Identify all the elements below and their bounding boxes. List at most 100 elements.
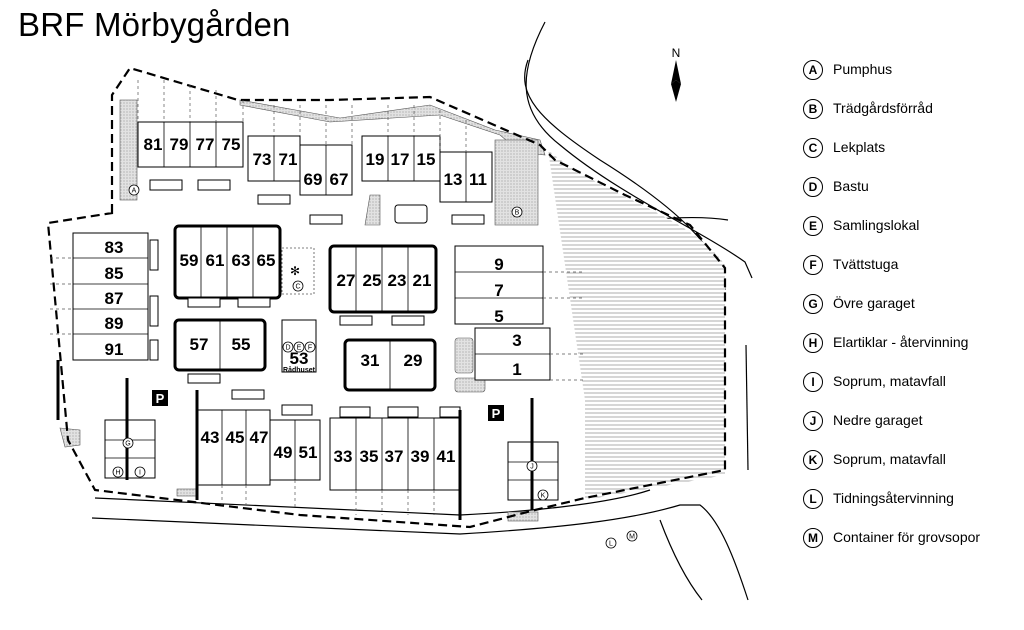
legend-label: Pumphus — [833, 61, 893, 77]
garden-lines — [50, 80, 585, 515]
unit-number: 45 — [226, 428, 245, 447]
unit-dividers — [73, 122, 558, 490]
legend-label: Bastu — [833, 178, 869, 194]
legend-label: Samlingslokal — [833, 217, 920, 233]
legend-item-m: M Container för grovsopor — [803, 528, 1018, 567]
unit-number: 59 — [180, 251, 199, 270]
badge-m-marker — [626, 530, 638, 542]
badge-d-marker — [282, 341, 294, 353]
unit-number: 65 — [257, 251, 276, 270]
legend-label: Lekplats — [833, 139, 886, 155]
north-arrow: N — [668, 46, 684, 107]
unit-number: 39 — [411, 447, 430, 466]
badge-g-marker — [122, 437, 134, 449]
unit-number: 35 — [360, 447, 379, 466]
badge-k: K — [541, 493, 546, 500]
legend-item-f: F Tvättstuga — [803, 255, 1018, 294]
badge-j: J — [530, 464, 534, 471]
unit-number: 55 — [232, 335, 251, 354]
badge-j-marker — [526, 460, 538, 472]
unit-number: 17 — [391, 150, 410, 169]
parking-signs: P P — [152, 390, 504, 421]
legend-label: Trädgårdsförråd — [833, 100, 933, 116]
badge-l: L — [609, 541, 613, 548]
legend-item-c: C Lekplats — [803, 138, 1018, 177]
legend-badge: L — [803, 489, 823, 509]
legend-label: Nedre garaget — [833, 412, 923, 428]
unit-number: 5 — [494, 307, 503, 326]
legend-label: Elartiklar - återvinning — [833, 334, 969, 350]
unit-number: 87 — [105, 289, 124, 308]
unit-number: 67 — [330, 170, 349, 189]
badge-b: B — [515, 210, 520, 217]
unit-number: 73 — [253, 150, 272, 169]
legend-badge: A — [803, 60, 823, 80]
unit-number: 85 — [105, 264, 124, 283]
unit-number: 7 — [494, 281, 503, 300]
legend-badge: B — [803, 99, 823, 119]
legend-badge: F — [803, 255, 823, 275]
unit-number: 11 — [469, 170, 487, 189]
unit-number: 89 — [105, 314, 124, 333]
unit-number: 81 — [144, 135, 163, 154]
legend-label: Tidningsåtervinning — [833, 490, 954, 506]
badge-h: H — [115, 470, 120, 477]
unit-number: 83 — [105, 238, 124, 257]
legend-badge: M — [803, 528, 823, 548]
legend-label: Soprum, matavfall — [833, 451, 946, 467]
legend-badge: I — [803, 372, 823, 392]
unit-number: 27 — [337, 271, 356, 290]
north-label: N — [671, 46, 681, 60]
badge-i: I — [139, 470, 141, 477]
unit-number: 57 — [190, 335, 209, 354]
unit-number: 25 — [363, 271, 382, 290]
north-arrow-icon — [671, 60, 681, 102]
badge-i-marker — [134, 466, 146, 478]
unit-number: 71 — [279, 150, 298, 169]
legend-label: Tvättstuga — [833, 256, 899, 272]
unit-number: 49 — [274, 443, 293, 462]
unit-number: 77 — [196, 135, 215, 154]
unit-number: 51 — [299, 443, 318, 462]
badge-a-marker — [128, 184, 140, 196]
legend-item-a: A Pumphus — [803, 60, 1018, 99]
legend-item-b: B Trädgårdsförråd — [803, 99, 1018, 138]
parking-label-east: P — [492, 406, 501, 421]
unit-number: 63 — [232, 251, 251, 270]
badge-d: D — [285, 345, 290, 352]
badge-g: G — [125, 441, 130, 448]
unit-number: 69 — [304, 170, 323, 189]
legend-item-l: L Tidningsåtervinning — [803, 489, 1018, 528]
dotted-strips — [59, 99, 546, 522]
unit-number: 13 — [444, 170, 463, 189]
unit-number: 37 — [385, 447, 404, 466]
radhuset-label: Rådhuset — [283, 366, 316, 374]
badge-k-marker — [537, 489, 549, 501]
badge-f: F — [308, 345, 312, 352]
parking-lines — [56, 360, 534, 520]
unit-number: 47 — [250, 428, 269, 447]
badge-m: M — [629, 534, 635, 541]
green-area-east — [548, 150, 725, 500]
unit-number: 61 — [206, 251, 225, 270]
badge-l-marker — [605, 537, 617, 549]
unit-number: 3 — [512, 331, 521, 350]
lekplats-area — [281, 247, 315, 295]
legend-label: Container för grovsopor — [833, 529, 981, 545]
unit-number: 23 — [388, 271, 407, 290]
unit-number: 31 — [361, 351, 380, 370]
lekplats-symbol: ✻ — [290, 264, 300, 278]
legend-badge: C — [803, 138, 823, 158]
badge-e-marker — [293, 341, 305, 353]
badge-a: A — [132, 188, 137, 195]
parking-label: P — [156, 391, 165, 406]
